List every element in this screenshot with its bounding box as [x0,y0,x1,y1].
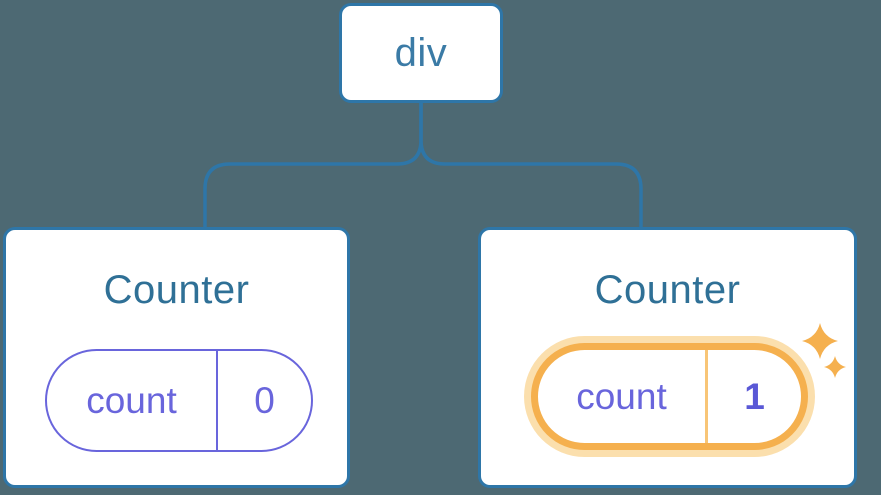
component-title: Counter [594,268,741,312]
state-pill-highlighted: count 1 [531,343,808,450]
state-pill: count 0 [45,349,313,452]
root-node-div: div [339,3,503,103]
connector-right-branch [419,103,643,227]
sparkle-star-small [824,356,846,378]
sparkle-star-large [802,323,838,359]
state-value: 0 [254,379,275,421]
state-key: count [538,350,708,443]
counter-card-left: Counter count 0 [3,227,350,488]
connector-left-branch [203,103,423,227]
root-node-label: div [394,30,448,75]
counter-card-right: Counter count 1 [478,227,857,488]
state-value: 1 [744,375,765,417]
component-title: Counter [103,268,250,312]
state-key: count [47,351,218,450]
